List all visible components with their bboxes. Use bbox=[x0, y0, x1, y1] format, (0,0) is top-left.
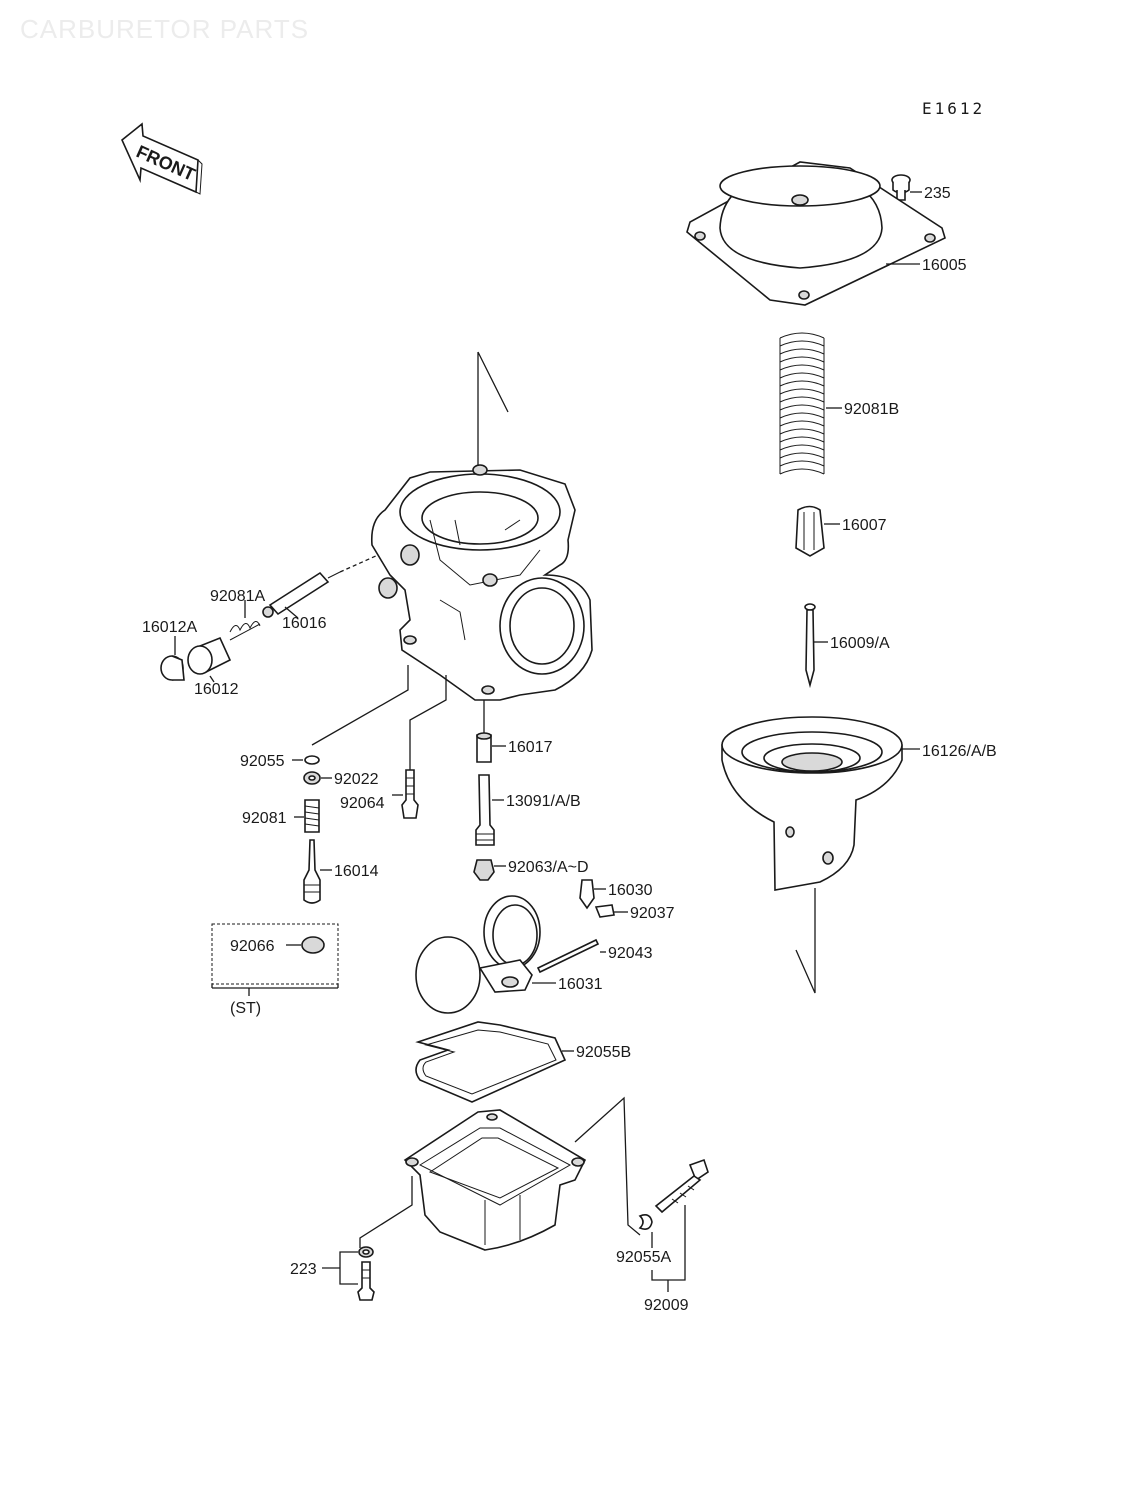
clip-92037 bbox=[594, 904, 615, 918]
label-92081A: 92081A bbox=[210, 588, 265, 605]
main-jet-92063AD bbox=[473, 859, 495, 881]
pin-92043 bbox=[536, 938, 600, 974]
label-16016: 16016 bbox=[282, 615, 327, 632]
washer-92022 bbox=[303, 771, 321, 785]
label-92043: 92043 bbox=[608, 945, 653, 962]
label-92081B: 92081B bbox=[844, 401, 899, 418]
label-92064: 92064 bbox=[340, 795, 385, 812]
label-92055B: 92055B bbox=[576, 1044, 631, 1061]
label-16005: 16005 bbox=[922, 257, 967, 274]
o-ring-92055A bbox=[638, 1214, 653, 1230]
cap-16012 bbox=[187, 636, 232, 675]
label-16012A: 16012A bbox=[142, 619, 197, 636]
top-cover-16005 bbox=[686, 161, 946, 306]
label-st: (ST) bbox=[230, 1000, 261, 1017]
float-valve-16030 bbox=[579, 879, 595, 910]
label-92081: 92081 bbox=[242, 810, 287, 827]
screw-235 bbox=[891, 174, 911, 201]
label-92037: 92037 bbox=[630, 905, 675, 922]
needle-jet-13091AB bbox=[475, 774, 495, 846]
front-arrow-icon: FRONT bbox=[121, 122, 203, 195]
screw-92064 bbox=[401, 769, 419, 819]
label-16017: 16017 bbox=[508, 739, 553, 756]
spring-92081B bbox=[779, 332, 825, 475]
label-16009A: 16009/A bbox=[830, 635, 890, 652]
label-92022: 92022 bbox=[334, 771, 379, 788]
label-92066: 92066 bbox=[230, 938, 275, 955]
label-16014: 16014 bbox=[334, 863, 379, 880]
label-16031: 16031 bbox=[558, 976, 603, 993]
cap-16012A bbox=[160, 655, 185, 681]
jet-needle-16009A bbox=[804, 603, 816, 689]
label-223: 223 bbox=[290, 1261, 317, 1278]
plunger-16014 bbox=[303, 839, 321, 904]
spring-92081 bbox=[304, 799, 320, 833]
label-16126AB: 16126/A/B bbox=[922, 743, 997, 760]
watermark: CARBURETOR PARTS bbox=[20, 14, 309, 44]
drain-screw-92009 bbox=[654, 1158, 709, 1214]
float-bowl bbox=[403, 1109, 587, 1251]
label-13091AB: 13091/A/B bbox=[506, 793, 581, 810]
diagram-code: E1612 bbox=[922, 99, 985, 118]
label-92009: 92009 bbox=[644, 1297, 689, 1314]
starter-plunger-16016 bbox=[262, 571, 341, 618]
label-16012: 16012 bbox=[194, 681, 239, 698]
label-92055: 92055 bbox=[240, 753, 285, 770]
needle-holder-16007 bbox=[795, 505, 825, 557]
label-235: 235 bbox=[924, 185, 951, 202]
o-ring-92055 bbox=[304, 755, 320, 765]
screw-223 bbox=[357, 1246, 375, 1301]
label-92055A: 92055A bbox=[616, 1249, 671, 1266]
carburetor-body bbox=[370, 464, 593, 701]
float-16031 bbox=[415, 895, 541, 1014]
vacuum-piston-16126AB bbox=[721, 716, 903, 891]
spring-92081A bbox=[229, 621, 261, 641]
jet-16017 bbox=[476, 732, 492, 763]
st-kit-box: 92066 (ST) bbox=[211, 923, 339, 1017]
label-16007: 16007 bbox=[842, 517, 887, 534]
gasket-92055B bbox=[415, 1021, 567, 1103]
label-92063AD: 92063/A~D bbox=[508, 859, 589, 876]
label-16030: 16030 bbox=[608, 882, 653, 899]
